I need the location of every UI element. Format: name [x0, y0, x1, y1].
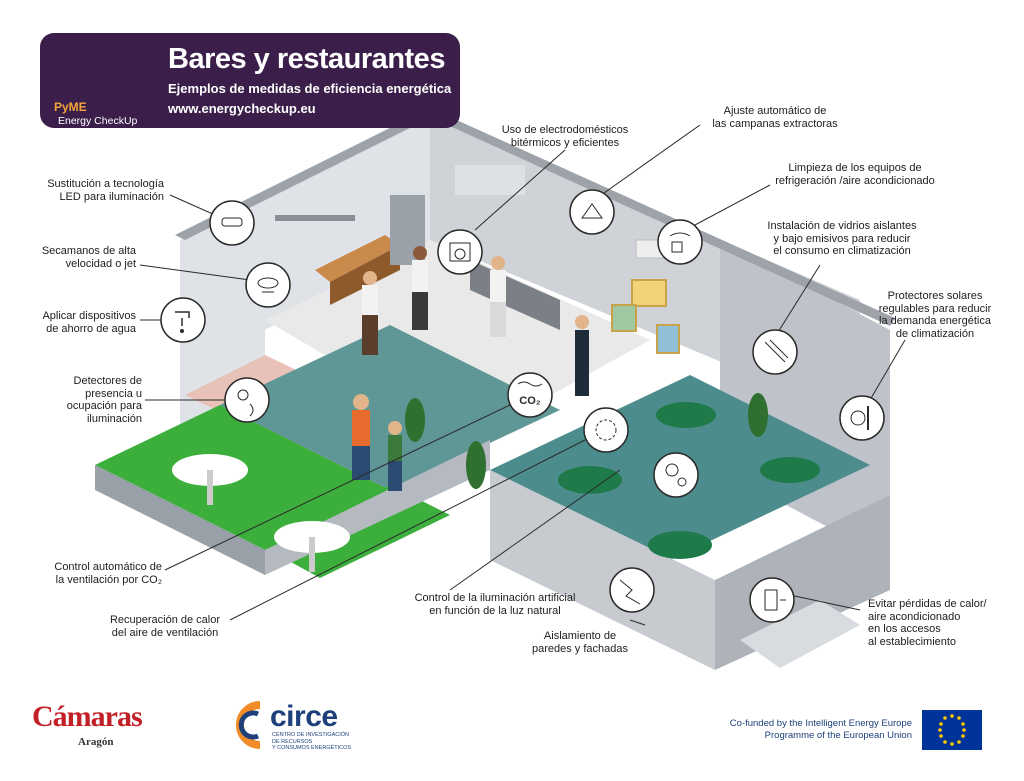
- daylight-sensor-icon: [653, 452, 699, 498]
- front-wall-left: [95, 465, 265, 575]
- circe-logo-icon: [236, 701, 261, 749]
- table: [558, 466, 622, 494]
- hand-dryer-icon: [245, 262, 291, 308]
- appliance-icon: [437, 229, 483, 275]
- table: [760, 457, 820, 483]
- eu-cofunding-text: Co-funded by the Intelligent Energy Euro…: [729, 718, 912, 741]
- heat-recovery-icon: [583, 407, 629, 453]
- co2-icon: CO₂: [507, 372, 553, 418]
- table-leg: [309, 537, 315, 572]
- website-link[interactable]: www.energycheckup.eu: [168, 101, 316, 116]
- kitchen-floor: [265, 240, 650, 440]
- plant: [466, 441, 486, 489]
- label-presence-detectors: Detectores de presencia u ocupación para…: [66, 375, 142, 425]
- label-hand-dryer: Secamanos de alta velocidad o jet: [41, 245, 136, 270]
- wall-insulation-icon: [609, 567, 655, 613]
- upper-cabinets: [455, 165, 525, 195]
- label-extractor-hoods: Ajuste automático de las campanas extrac…: [712, 105, 838, 130]
- camaras-region: Aragón: [78, 736, 114, 748]
- front-wall-right: [490, 470, 715, 670]
- brand-name: PyME: [54, 100, 87, 114]
- waitress: [575, 315, 589, 396]
- header-banner: PyME Energy CheckUp Bares y restaurantes…: [40, 33, 460, 128]
- label-insulating-glass: Instalación de vidrios aislantes y bajo …: [767, 220, 917, 257]
- chef: [362, 271, 378, 355]
- kitchen-counter: [315, 235, 400, 282]
- presence-sensor-icon: [224, 377, 270, 423]
- insulating-glass-icon: [752, 329, 798, 375]
- label-water-saving: Aplicar dispositivos de ahorro de agua: [42, 310, 136, 335]
- label-cooling-cleaning: Limpieza de los equipos de refrigeración…: [775, 162, 935, 187]
- label-co2-ventilation: Control automático de la ventilación por…: [54, 561, 162, 586]
- brand-block: PyME Energy CheckUp: [54, 43, 174, 128]
- front-wall-right-2: [715, 495, 890, 670]
- extractor-hood-icon: [569, 189, 615, 235]
- plant: [748, 393, 768, 437]
- table: [648, 531, 712, 559]
- label-solar-protectors: Protectores solares regulables para redu…: [878, 290, 992, 340]
- customer: [352, 394, 370, 480]
- label-appliances: Uso de electrodomésticos bitérmicos y ef…: [501, 124, 629, 149]
- customer: [388, 421, 402, 491]
- brand-tagline: Energy CheckUp: [58, 115, 138, 127]
- label-entrance-losses: Evitar pérdidas de calor/ aire acondicio…: [868, 598, 987, 648]
- painting: [656, 324, 680, 354]
- water-tap-icon: [160, 297, 206, 343]
- eu-flag-icon: [922, 710, 982, 750]
- painting: [631, 279, 667, 307]
- wall-top-right: [430, 108, 895, 326]
- table-leg: [207, 470, 213, 505]
- page-subtitle: Ejemplos de medidas de eficiencia energé…: [168, 81, 452, 96]
- circe-description: CENTRO DE INVESTIGACIÓN DE RECURSOS Y CO…: [272, 732, 352, 751]
- chef: [490, 256, 506, 337]
- table: [656, 402, 716, 428]
- chef: [412, 246, 428, 330]
- led-bulb-icon: [209, 200, 255, 246]
- solar-shade-icon: [839, 395, 885, 441]
- entrance-steps: [740, 600, 860, 668]
- ac-cleaning-icon: [657, 219, 703, 265]
- label-heat-recovery: Recuperación de calor del aire de ventil…: [109, 614, 221, 639]
- co2-icon-text: CO₂: [519, 395, 541, 407]
- circe-logo: circe: [270, 700, 338, 733]
- painting: [611, 304, 637, 332]
- callout-lines: [139, 124, 906, 626]
- page-title: Bares y restaurantes: [168, 43, 445, 75]
- label-daylight-control: Control de la iluminación artificial en …: [414, 592, 576, 617]
- plant: [405, 398, 425, 442]
- label-led: Sustitución a tecnología LED para ilumin…: [47, 178, 164, 203]
- camaras-logo: Cámaras: [32, 700, 143, 733]
- label-wall-insulation: Aislamiento de paredes y fachadas: [531, 630, 628, 655]
- door-icon: [749, 577, 795, 623]
- kitchen-shelf: [275, 215, 355, 221]
